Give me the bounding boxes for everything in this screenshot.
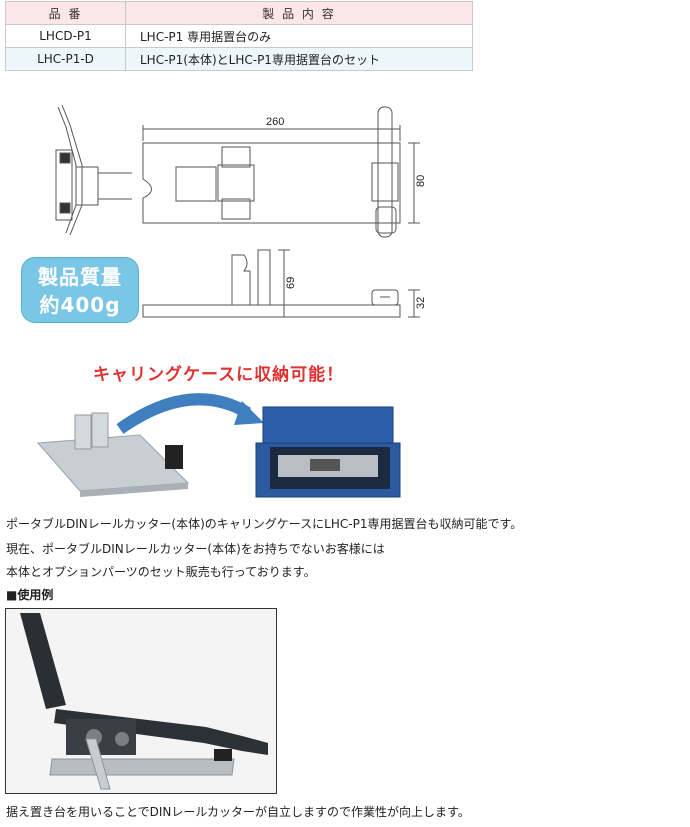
table-row: LHCD-P1 LHC-P1 専用据置台のみ (5, 24, 473, 48)
dimension-length: 260 (266, 116, 284, 128)
weight-value: 約400g (39, 293, 121, 317)
dimension-width: 80 (415, 175, 427, 187)
weight-label: 製品質量 (38, 265, 122, 289)
usage-photo (5, 608, 277, 794)
case-photos (36, 393, 401, 498)
case-headline: キャリングケースに収納可能！ (93, 365, 345, 385)
cell-contents: LHC-P1 専用据置台のみ (125, 24, 473, 48)
table-header-row: 品 番 製 品 内 容 (5, 1, 473, 25)
description-line-3: 本体とオプションパーツのセット販売も行っております。 (6, 565, 316, 579)
case-photo (255, 406, 401, 498)
cell-part-number: LHCD-P1 (5, 24, 126, 48)
product-table: 品 番 製 品 内 容 LHCD-P1 LHC-P1 専用据置台のみ LHC-P… (5, 1, 473, 71)
weight-badge: 製品質量 約400g (21, 257, 139, 323)
table-row: LHC-P1-D LHC-P1(本体)とLHC-P1専用据置台のセット (5, 47, 473, 71)
description-line-2: 現在、ポータブルDINレールカッター(本体)をお持ちでないお客様には (6, 542, 385, 556)
arrow-icon (116, 393, 252, 434)
header-contents: 製 品 内 容 (125, 1, 473, 25)
dimension-height-2: 32 (415, 297, 427, 309)
description-line-1: ポータブルDINレールカッター(本体)のキャリングケースにLHC-P1専用据置台… (6, 517, 523, 531)
cell-part-number: LHC-P1-D (5, 47, 126, 71)
usage-caption: 据え置き台を用いることでDINレールカッターが自立しますので作業性が向上します。 (6, 805, 470, 819)
header-part-number: 品 番 (5, 1, 126, 25)
stand-photo (36, 412, 190, 497)
dimension-height: 69 (285, 277, 297, 289)
technical-drawing: 260 80 69 32 (55, 104, 427, 318)
usage-label: ■使用例 (6, 588, 54, 602)
cell-contents: LHC-P1(本体)とLHC-P1専用据置台のセット (125, 47, 473, 71)
